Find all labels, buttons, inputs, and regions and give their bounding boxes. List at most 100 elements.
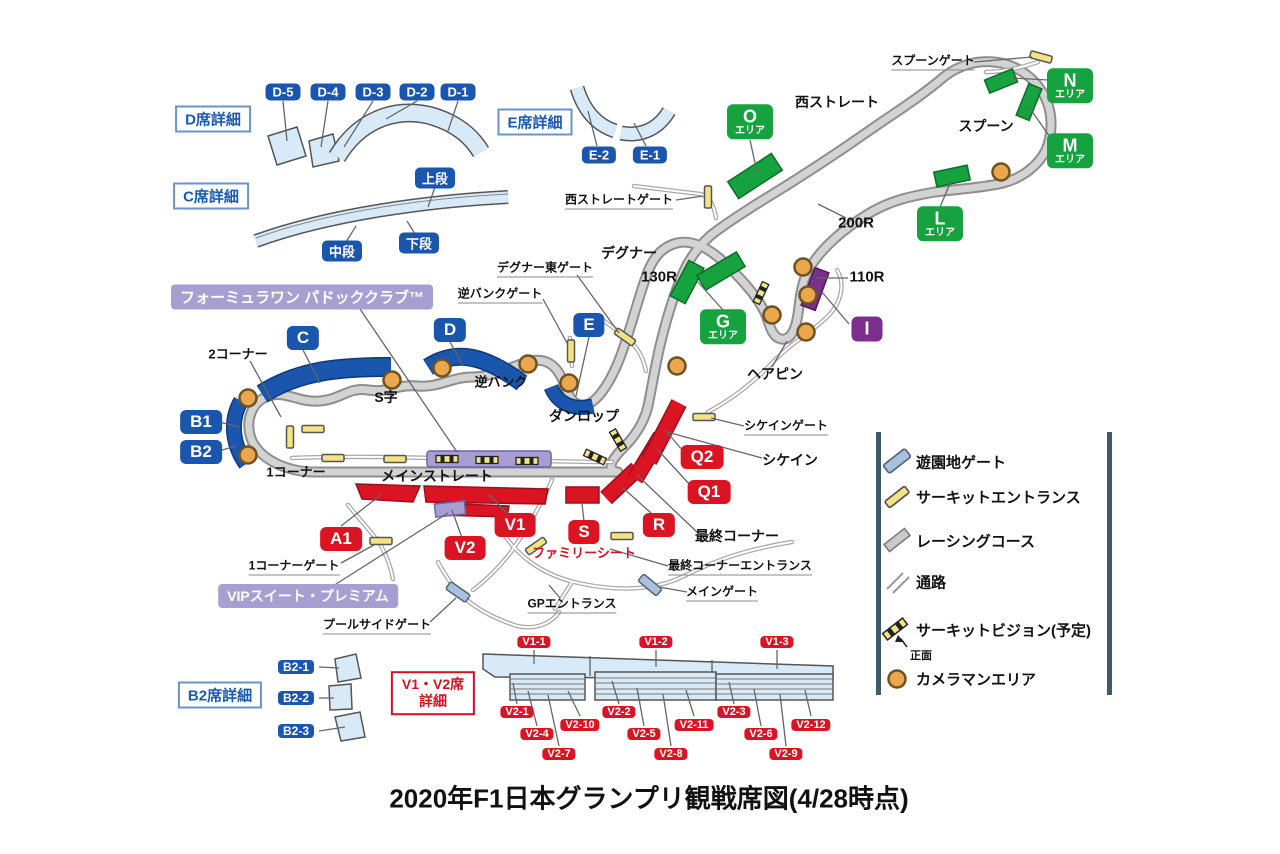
label-v1-2: V1-2 xyxy=(639,636,673,648)
label-area-g: G エリア xyxy=(700,309,746,345)
legend-item-passage: 通路 xyxy=(916,574,947,592)
label-stand-b1: B1 xyxy=(180,410,222,434)
label-lower-tier: 下段 xyxy=(398,232,440,254)
label-vip-suite: VIPスイート・プレミアム xyxy=(218,584,398,608)
label-main-gate: メインゲート xyxy=(685,583,759,602)
label-v2-9: V2-9 xyxy=(769,748,803,760)
legend-item-cameraman-area: カメラマンエリア xyxy=(916,671,1037,689)
label-hairpin: ヘアピン xyxy=(747,366,803,382)
detail-e-title: E席詳細 xyxy=(497,108,573,136)
label-area-o: O エリア xyxy=(727,104,773,140)
label-dunlop: ダンロップ xyxy=(549,408,619,424)
legend-item-circuit-vision: サーキットビジョン(予定) xyxy=(916,622,1091,640)
label-west-straight: 西ストレート xyxy=(795,94,879,110)
label-gp-entrance: GPエントランス xyxy=(527,595,617,614)
label-final-corner-entrance: 最終コーナーエントランス xyxy=(668,557,812,576)
label-v2-12: V2-12 xyxy=(791,719,831,731)
label-spoon: スプーン xyxy=(958,118,1014,134)
area-l-letter: L xyxy=(934,208,946,229)
label-reverse-bank-gate: 逆バンクゲート xyxy=(457,285,543,304)
detail-v-title: V1・V2席 詳細 xyxy=(390,671,476,715)
label-stand-a1: A1 xyxy=(320,527,362,551)
legend-item-circuit-entrance: サーキットエントランス xyxy=(916,489,1081,507)
label-area-m: M エリア xyxy=(1047,133,1093,169)
label-stand-r: R xyxy=(642,513,676,537)
label-stand-q1: Q1 xyxy=(687,480,731,504)
legend-front-note: 正面 xyxy=(910,650,932,662)
area-n-letter: N xyxy=(1063,70,1077,91)
area-m-suffix: エリア xyxy=(1055,154,1085,166)
label-d4: D-4 xyxy=(310,83,346,101)
label-west-straight-gate: 西ストレートゲート xyxy=(564,191,674,210)
label-d1: D-1 xyxy=(440,83,476,101)
label-110r: 110R xyxy=(849,268,885,286)
label-s-curves: S字 xyxy=(374,389,398,405)
label-stand-b2: B2 xyxy=(180,440,222,464)
label-v1-1: V1-1 xyxy=(517,636,551,648)
label-200r: 200R xyxy=(838,214,874,232)
label-v2-10: V2-10 xyxy=(560,719,600,731)
leader-lines xyxy=(218,56,1053,747)
area-g-suffix: エリア xyxy=(708,330,738,342)
label-area-i: I xyxy=(851,316,883,342)
label-130r: 130R xyxy=(641,268,677,286)
label-v2-2: V2-2 xyxy=(602,706,636,718)
label-final-corner: 最終コーナー xyxy=(695,528,779,544)
label-spoon-gate: スプーンゲート xyxy=(891,52,975,71)
area-n-suffix: エリア xyxy=(1055,89,1085,101)
label-v2-8: V2-8 xyxy=(654,748,688,760)
area-m-letter: M xyxy=(1062,135,1078,156)
label-area-l: L エリア xyxy=(917,206,963,242)
detail-d-title: D席詳細 xyxy=(175,105,251,133)
label-upper-tier: 上段 xyxy=(414,167,456,189)
label-v2-1: V2-1 xyxy=(500,706,534,718)
detail-seat-shapes xyxy=(253,85,834,742)
label-stand-v1: V1 xyxy=(494,513,536,537)
label-middle-tier: 中段 xyxy=(321,240,363,262)
label-corner1-gate: 1コーナーゲート xyxy=(248,557,340,576)
label-stand-q2: Q2 xyxy=(680,445,724,469)
detail-v-title-line1: V1・V2席 xyxy=(401,676,465,693)
label-stand-s: S xyxy=(568,520,600,544)
label-v1-3: V1-3 xyxy=(760,636,794,648)
label-chicane: シケイン xyxy=(762,452,818,468)
label-degner: デグナー xyxy=(601,245,657,261)
label-v2-7: V2-7 xyxy=(542,748,576,760)
area-o-letter: O xyxy=(742,106,757,127)
label-b2-3: B2-3 xyxy=(277,724,315,738)
label-stand-e: E xyxy=(573,313,605,337)
label-stand-c: C xyxy=(286,326,320,350)
label-family-seat: ファミリーシート xyxy=(532,545,636,561)
label-v2-3: V2-3 xyxy=(717,706,751,718)
legend-item-park-gate: 遊園地ゲート xyxy=(916,454,1007,472)
label-chicane-gate: シケインゲート xyxy=(744,417,828,436)
label-stand-v2: V2 xyxy=(444,536,486,560)
label-e2: E-2 xyxy=(581,146,617,164)
label-e1: E-1 xyxy=(632,146,668,164)
detail-c-title: C席詳細 xyxy=(173,182,249,210)
detail-b2-title: B2席詳細 xyxy=(177,681,263,709)
area-l-suffix: エリア xyxy=(925,227,955,239)
area-o-suffix: エリア xyxy=(735,125,765,137)
label-main-straight: メインストレート xyxy=(381,468,493,484)
page-title: 2020年F1日本グランプリ観戦席図(4/28時点) xyxy=(389,783,909,814)
label-d5: D-5 xyxy=(265,83,301,101)
label-v2-11: V2-11 xyxy=(674,719,714,731)
label-reverse-bank: 逆バンク xyxy=(474,374,528,390)
label-stand-d: D xyxy=(433,318,467,342)
label-v2-5: V2-5 xyxy=(627,728,661,740)
label-area-n: N エリア xyxy=(1047,68,1093,104)
legend-icons xyxy=(876,432,1112,695)
label-degner-east-gate: デグナー東ゲート xyxy=(496,259,594,278)
legend-item-racing-course: レーシングコース xyxy=(916,533,1035,551)
label-d2: D-2 xyxy=(399,83,435,101)
label-d3: D-3 xyxy=(355,83,391,101)
label-corner1: 1コーナー xyxy=(266,464,326,480)
detail-v-title-line2: 詳細 xyxy=(419,693,447,709)
label-b2-1: B2-1 xyxy=(277,660,315,674)
label-b2-2: B2-2 xyxy=(277,691,315,705)
area-g-letter: G xyxy=(715,311,730,332)
label-v2-4: V2-4 xyxy=(520,728,554,740)
